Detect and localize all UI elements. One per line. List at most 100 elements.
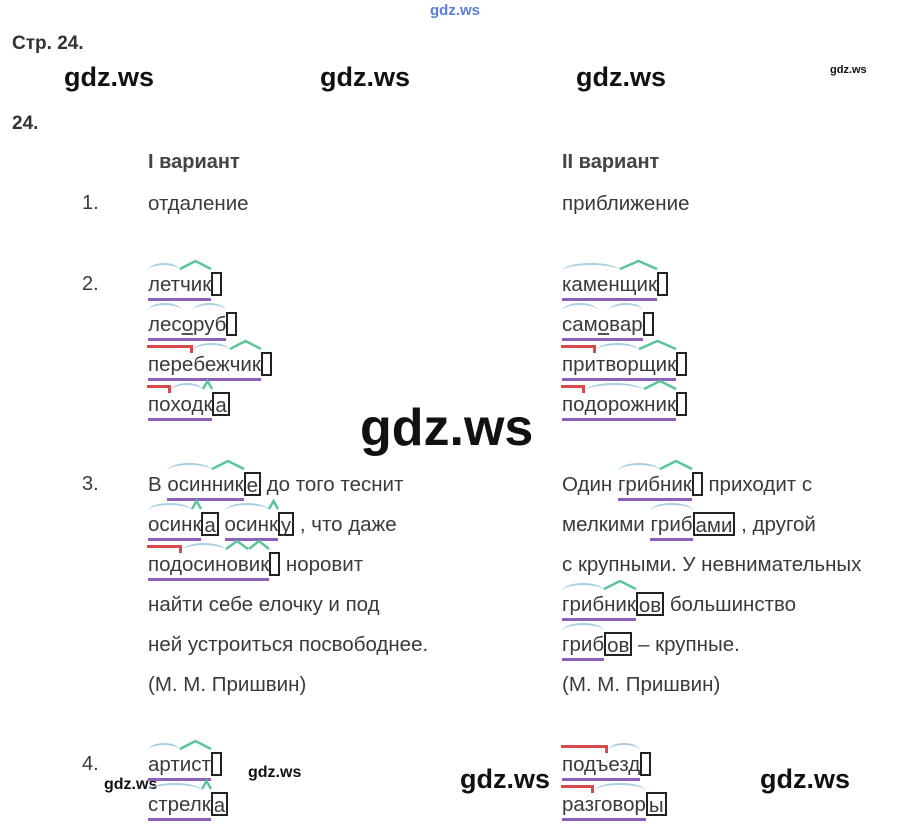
morpheme-prefix: раз (561, 785, 594, 816)
morpheme-suffix: ник (603, 579, 637, 618)
text-line: отдаление (148, 191, 249, 217)
suffix-caret-icon (179, 739, 212, 751)
text-line: Один грибник приходит с (562, 459, 813, 501)
text-segment: (М. М. Пришвин) (562, 673, 721, 696)
text-segment: , что даже (294, 513, 397, 536)
text-segment: , другой (735, 513, 816, 536)
suffix-caret-icon (659, 459, 693, 471)
ending-box (691, 471, 703, 496)
ending-box (675, 391, 687, 416)
morpheme-root: арт (148, 743, 180, 776)
morpheme-prefix: пере (146, 345, 194, 376)
suffix-caret-icon (247, 539, 270, 550)
suffix-caret-icon (211, 459, 245, 471)
text-segment: мелкими (562, 513, 651, 536)
morpheme-root: дорож (584, 383, 645, 416)
morpheme-suffix: ик (247, 539, 270, 578)
text-segment: (М. М. Пришвин) (148, 673, 307, 696)
word-stem: подъезд (560, 743, 641, 781)
ending-box (640, 751, 652, 776)
word-stem: гриб (650, 503, 693, 541)
text-line: самовар (562, 303, 654, 341)
exercise-number: 24. (12, 113, 39, 134)
ending-box (676, 351, 688, 376)
morpheme-suffix: к (200, 778, 212, 818)
text-segment: норовит (280, 553, 364, 576)
word-stem: осинник (167, 459, 245, 501)
ending-box: у (277, 511, 295, 537)
text-line: с крупными. У невнимательных (562, 552, 861, 578)
morpheme-suffix: щик (638, 339, 677, 378)
text-line: ней устроиться посвободнее. (148, 632, 428, 658)
text-line: (М. М. Пришвин) (148, 672, 306, 698)
text-segment: приближение (562, 192, 690, 215)
text-line: перебежчик (146, 339, 272, 381)
text-line: найти себе елочку и под (148, 592, 380, 618)
word-stem: каменщик (562, 259, 658, 301)
text-line: (М. М. Пришвин) (562, 672, 720, 698)
suffix-caret-icon (200, 778, 212, 790)
ending-box: е (243, 471, 261, 497)
variant-2-heading: II вариант (562, 151, 660, 173)
morpheme-root: гриб (562, 623, 605, 656)
item-number: 3. (82, 473, 99, 495)
text-segment: большинство (664, 593, 797, 616)
word-stem: грибник (617, 459, 693, 501)
morpheme-suffix: ов (225, 539, 250, 578)
morpheme-root: гриб (562, 583, 605, 616)
text-segment: В (148, 473, 168, 496)
watermark: gdz.ws (830, 64, 867, 76)
morpheme-suffix: ист (179, 739, 212, 778)
watermark: gdz.ws (104, 776, 158, 793)
morpheme-root: осин (167, 463, 213, 496)
morpheme-suffix: ник (659, 459, 693, 498)
ending-box: а (201, 511, 219, 537)
item-number: 4. (82, 753, 99, 775)
site-link[interactable]: gdz.ws (430, 2, 481, 19)
text-line: приближение (562, 191, 689, 217)
word-stem: артист (148, 739, 212, 781)
morpheme-root: ход (170, 383, 204, 416)
morpheme-root: твор (595, 343, 639, 376)
morpheme-prefix: под (146, 545, 183, 576)
word-stem: самовар (562, 303, 644, 341)
suffix-caret-icon (638, 339, 677, 351)
word-stem: стрелк (148, 778, 212, 821)
word-stem: перебежчик (146, 339, 262, 381)
morpheme-suffix: к (267, 498, 280, 538)
variant-1-heading: I вариант (148, 151, 240, 173)
morpheme-root: осин (182, 543, 227, 576)
ending-box (656, 271, 668, 296)
word-stem: походк (147, 378, 214, 421)
word-stem: лесоруб (148, 303, 227, 341)
morpheme-root: камен (562, 263, 620, 296)
watermark: gdz.ws (760, 764, 851, 794)
text-segment: Один (562, 473, 618, 496)
text-segment: ней устроиться посвободнее. (148, 633, 429, 656)
text-segment: приходит с (702, 473, 813, 496)
text-segment: до того теснит (260, 473, 404, 496)
text-line: летчик (148, 259, 223, 301)
morpheme-root: гриб (650, 503, 693, 536)
morpheme-suffix: ник (211, 459, 245, 498)
word-stem: подорожник (561, 379, 677, 421)
text-segment: – крупные. (632, 633, 740, 656)
morpheme-root: сам (562, 303, 598, 336)
word-stem: гриб (562, 623, 605, 661)
page-number: Стр. 24. (12, 33, 84, 54)
watermark: gdz.ws (360, 399, 534, 457)
parsed-word: каменщик (562, 259, 668, 301)
ending-box (642, 311, 654, 336)
